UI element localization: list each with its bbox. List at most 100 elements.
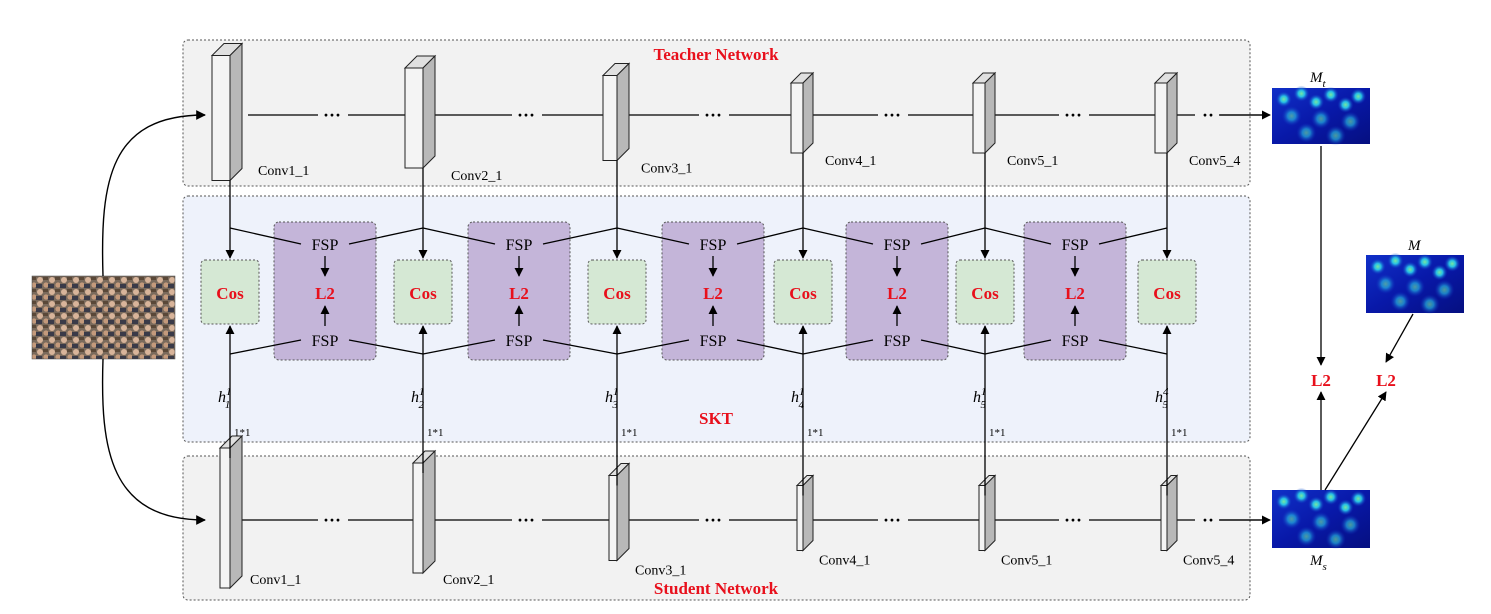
teacher-layer-label-1: Conv2_1 bbox=[451, 169, 502, 184]
fsp-top-right-line-2 bbox=[736, 227, 804, 245]
student-dots-bg-3 bbox=[878, 509, 908, 529]
fsp-top-label-0: FSP bbox=[312, 237, 339, 254]
cos-label-2: Cos bbox=[603, 284, 631, 303]
teacher-block-conv2_1 bbox=[403, 54, 437, 170]
conv1x1-label-4: 1*1 bbox=[989, 427, 1006, 439]
loss-l2-teacher-student: L2 bbox=[1311, 371, 1331, 390]
fsp-top-right-line-3 bbox=[920, 227, 986, 245]
fsp-bottom-label-2: FSP bbox=[700, 333, 727, 350]
cos-box-4 bbox=[955, 259, 1015, 325]
cos-label-5: Cos bbox=[1153, 284, 1181, 303]
teacher-network-title: Teacher Network bbox=[653, 45, 779, 64]
teacher-layer-label-5: Conv5_4 bbox=[1189, 154, 1240, 169]
conv1x1-label-1: 1*1 bbox=[427, 427, 444, 439]
fsp-top-label-2: FSP bbox=[700, 237, 727, 254]
fsp-box-1 bbox=[467, 221, 571, 361]
ms-to-gt-l2-arrow bbox=[1324, 391, 1387, 491]
student-block-conv4_1 bbox=[795, 474, 815, 552]
cos-label-0: Cos bbox=[216, 284, 244, 303]
conv1x1-label-3: 1*1 bbox=[807, 427, 824, 439]
input-to-teacher-arrow bbox=[101, 110, 206, 277]
fsp-bottom-label-4: FSP bbox=[1062, 333, 1089, 350]
student-network-title: Student Network bbox=[654, 579, 779, 598]
fsp-top-label-1: FSP bbox=[506, 237, 533, 254]
teacher-block-conv5_1 bbox=[971, 71, 997, 155]
student-dots-4: ··· bbox=[1064, 510, 1082, 530]
fsp-bottom-label-1: FSP bbox=[506, 333, 533, 350]
teacher-dots-bg-0 bbox=[318, 104, 348, 124]
student-dots-bg-0 bbox=[318, 509, 348, 529]
input-crowd-image bbox=[31, 275, 176, 360]
cos-box-5 bbox=[1137, 259, 1197, 325]
fsp-top-right-line-0 bbox=[348, 227, 424, 245]
teacher-dots-end: ·· bbox=[1202, 105, 1214, 125]
fsp-box-0 bbox=[273, 221, 377, 361]
teacher-layer-label-0: Conv1_1 bbox=[258, 164, 309, 179]
fsp-top-right-line-1 bbox=[542, 227, 618, 245]
fsp-bottom-left-line-3 bbox=[802, 339, 874, 355]
student-layer-label-0: Conv1_1 bbox=[250, 573, 301, 588]
fsp-bottom-left-line-1 bbox=[422, 339, 496, 355]
conv1x1-label-2: 1*1 bbox=[621, 427, 638, 439]
fsp-l2-label-4: L2 bbox=[1065, 284, 1085, 303]
fsp-bottom-right-line-2 bbox=[736, 339, 804, 355]
teacher-dots-bg-3 bbox=[878, 104, 908, 124]
ground-truth-map bbox=[1366, 252, 1464, 315]
conv1x1-label-5: 1*1 bbox=[1171, 427, 1188, 439]
fsp-bottom-label-3: FSP bbox=[884, 333, 911, 350]
skt-title: SKT bbox=[699, 409, 734, 428]
fsp-top-left-line-3 bbox=[802, 227, 874, 245]
teacher-output-map bbox=[1272, 85, 1370, 146]
teacher-block-conv1_1 bbox=[210, 42, 244, 182]
teacher-block-conv3_1 bbox=[601, 62, 631, 162]
student-dots-3: ··· bbox=[883, 510, 901, 530]
student-dots-2: ··· bbox=[704, 510, 722, 530]
conv1x1-label-0: 1*1 bbox=[234, 427, 251, 439]
student-block-conv3_1 bbox=[607, 462, 631, 562]
student-layer-label-3: Conv4_1 bbox=[819, 554, 870, 569]
fsp-l2-label-3: L2 bbox=[887, 284, 907, 303]
student-dots-bg-1 bbox=[512, 509, 542, 529]
fsp-top-left-line-1 bbox=[422, 227, 496, 245]
fsp-box-2 bbox=[661, 221, 765, 361]
fsp-bottom-right-line-1 bbox=[542, 339, 618, 355]
student-dots-end: ·· bbox=[1202, 510, 1214, 530]
cos-box-0 bbox=[200, 259, 260, 325]
fsp-l2-label-0: L2 bbox=[315, 284, 335, 303]
teacher-dots-0: ··· bbox=[323, 105, 341, 125]
student-layer-label-1: Conv2_1 bbox=[443, 573, 494, 588]
student-layer-label-4: Conv5_1 bbox=[1001, 554, 1052, 569]
student-layer-label-5: Conv5_4 bbox=[1183, 554, 1234, 569]
student-block-conv5_4 bbox=[1159, 474, 1179, 552]
fsp-box-4 bbox=[1023, 221, 1127, 361]
cos-label-4: Cos bbox=[971, 284, 999, 303]
fsp-bottom-right-line-0 bbox=[348, 339, 424, 355]
ground-truth-label: M bbox=[1407, 238, 1422, 254]
cos-box-2 bbox=[587, 259, 647, 325]
teacher-layer-label-4: Conv5_1 bbox=[1007, 154, 1058, 169]
student-block-conv1_1 bbox=[218, 434, 244, 590]
student-dots-1: ··· bbox=[517, 510, 535, 530]
teacher-dots-1: ··· bbox=[517, 105, 535, 125]
cos-box-1 bbox=[393, 259, 453, 325]
fsp-box-3 bbox=[845, 221, 949, 361]
cos-label-3: Cos bbox=[789, 284, 817, 303]
fsp-top-left-line-0 bbox=[229, 227, 302, 245]
fsp-top-left-line-4 bbox=[984, 227, 1052, 245]
fsp-top-label-3: FSP bbox=[884, 237, 911, 254]
teacher-layer-label-2: Conv3_1 bbox=[641, 162, 692, 177]
student-block-conv5_1 bbox=[977, 474, 997, 552]
fsp-top-left-line-2 bbox=[616, 227, 690, 245]
student-map-label: Ms bbox=[1309, 553, 1327, 573]
student-layer-label-2: Conv3_1 bbox=[635, 564, 686, 579]
student-dots-bg-4 bbox=[1059, 509, 1089, 529]
teacher-dots-bg-2 bbox=[699, 104, 729, 124]
teacher-dots-bg-4 bbox=[1059, 104, 1089, 124]
fsp-l2-label-2: L2 bbox=[703, 284, 723, 303]
